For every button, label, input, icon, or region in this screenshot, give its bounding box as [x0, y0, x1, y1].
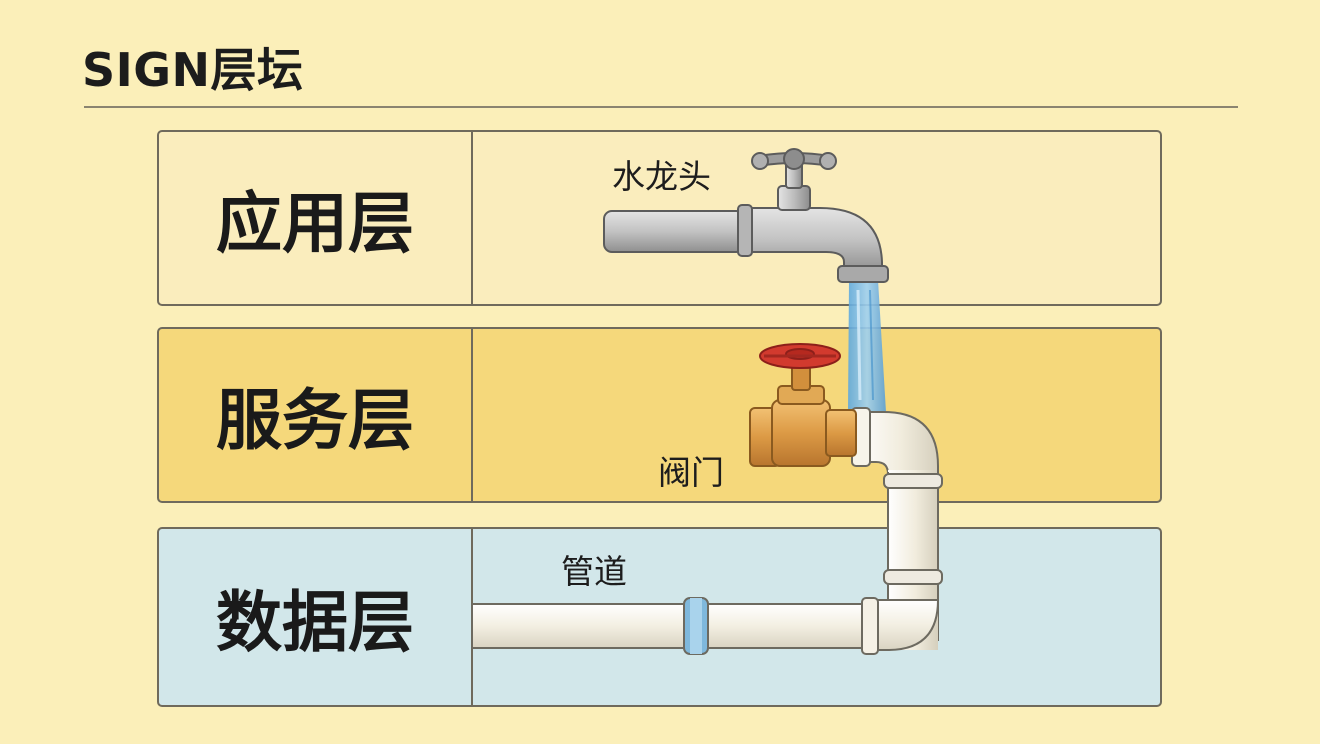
page-title: SIGN层坛 — [82, 43, 304, 97]
data-pipe — [471, 597, 940, 655]
valve-label: 阀门 — [658, 453, 724, 492]
layer-divider — [471, 329, 473, 501]
layer-service: 服务层 — [157, 327, 1162, 503]
layer-service-label: 服务层 — [216, 382, 414, 459]
layer-application: 应用层 — [157, 130, 1162, 306]
water-stream — [848, 280, 886, 412]
faucet-icon — [603, 148, 889, 283]
title-divider — [84, 106, 1238, 108]
layer-divider — [471, 132, 473, 304]
pipe-label: 管道 — [561, 552, 627, 591]
faucet-label: 水龙头 — [612, 157, 711, 196]
layer-application-label: 应用层 — [216, 185, 414, 262]
layer-data-label: 数据层 — [216, 584, 414, 661]
valve-icon — [749, 343, 857, 467]
